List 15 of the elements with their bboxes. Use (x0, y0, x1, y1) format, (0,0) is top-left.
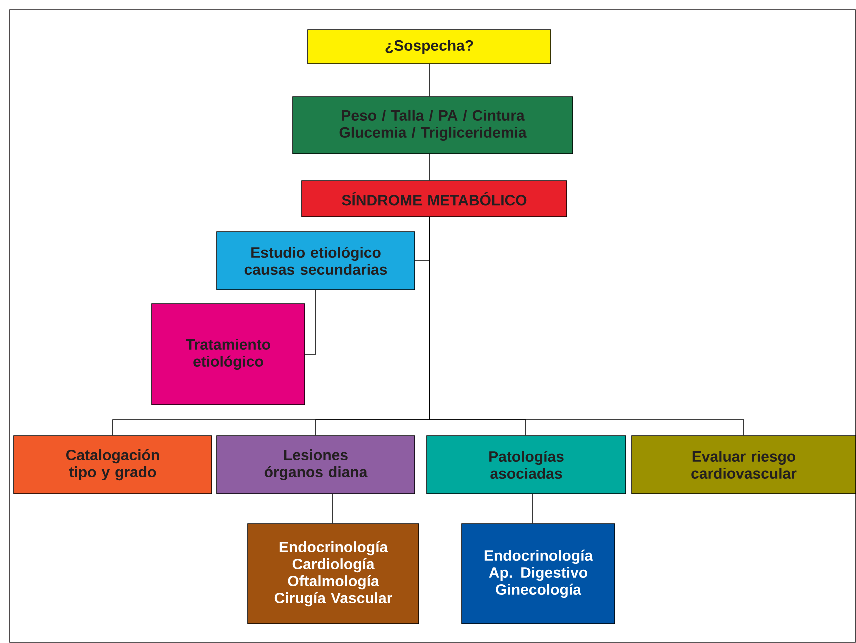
process-box: SÍNDROME METABÓLICO (302, 180, 568, 218)
process-box: Evaluar riesgo cardiovascular (632, 436, 856, 494)
process-box: Endocrinología Cardiología Oftalmología Cirugía Vascular (248, 524, 420, 624)
connector-line (430, 217, 744, 436)
process-box: ¿Sospecha? (308, 30, 552, 64)
connector-line (332, 494, 334, 524)
connector-line (532, 494, 534, 524)
process-box: Estudio etiológico causas secundarias (216, 232, 416, 290)
process-box: Catalogación tipo y grado (14, 436, 212, 494)
process-box: Tratamiento etiológico (152, 304, 306, 406)
process-box: Peso / Talla / PA / Cintura Glucemia / Trigliceridemia (292, 96, 574, 154)
process-box: Patologías asociadas (426, 436, 626, 494)
process-box: Lesiones órganos diana (216, 436, 416, 494)
connector-line (305, 290, 316, 355)
process-box: Endocrinología Ap. Digestivo Ginecología (462, 524, 616, 624)
